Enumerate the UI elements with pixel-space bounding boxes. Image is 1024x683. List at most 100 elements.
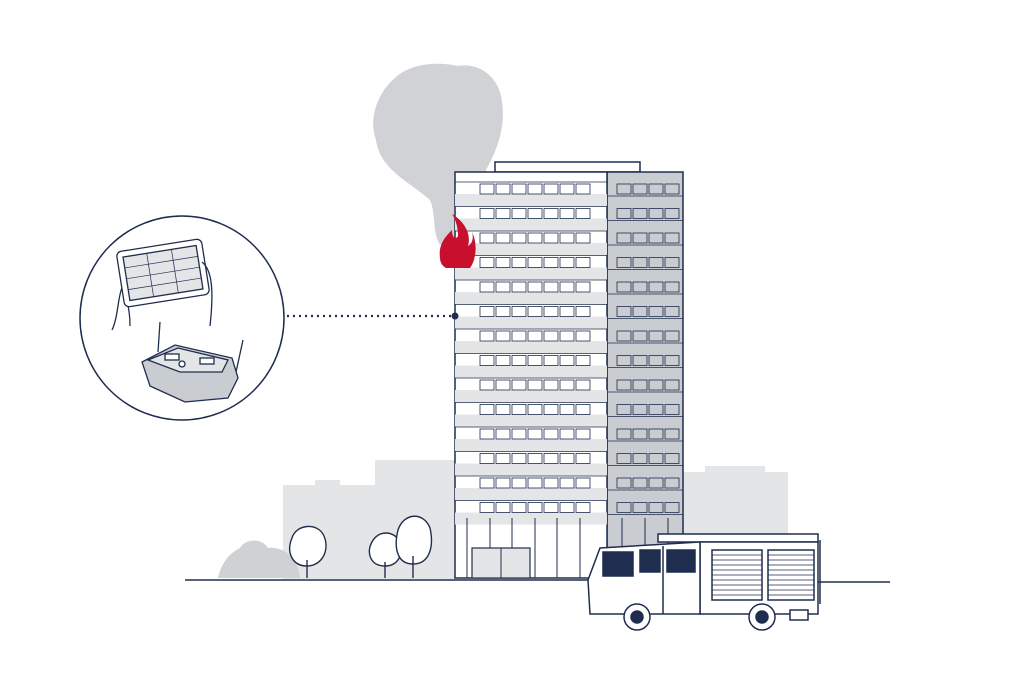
window xyxy=(648,281,664,293)
window xyxy=(511,502,527,513)
window xyxy=(559,208,575,219)
window xyxy=(543,502,559,513)
window xyxy=(664,232,680,244)
floor-band xyxy=(455,463,607,476)
window xyxy=(495,183,511,195)
floor-band xyxy=(455,414,607,427)
window xyxy=(543,281,559,293)
window xyxy=(511,281,527,293)
trees xyxy=(289,515,433,578)
window xyxy=(648,183,664,195)
window xyxy=(616,355,632,366)
floor-band xyxy=(455,341,607,353)
window xyxy=(495,257,511,268)
window xyxy=(511,208,527,219)
window xyxy=(543,379,559,391)
window xyxy=(664,281,680,293)
window xyxy=(495,502,511,513)
window xyxy=(511,453,527,464)
window xyxy=(648,379,664,391)
window xyxy=(575,232,591,244)
floor-band xyxy=(455,439,607,451)
window xyxy=(632,502,648,513)
window xyxy=(575,355,591,366)
window xyxy=(479,477,495,489)
floor-band xyxy=(455,488,607,500)
window xyxy=(479,183,495,195)
tree-icon xyxy=(368,532,402,578)
window xyxy=(616,330,632,342)
window xyxy=(543,404,559,415)
window xyxy=(664,306,680,317)
window xyxy=(495,281,511,293)
window xyxy=(543,477,559,489)
window xyxy=(559,183,575,195)
window xyxy=(511,404,527,415)
window xyxy=(664,379,680,391)
window xyxy=(632,355,648,366)
window xyxy=(632,404,648,415)
window xyxy=(511,257,527,268)
window xyxy=(495,232,511,244)
window xyxy=(575,379,591,391)
window xyxy=(575,428,591,440)
window xyxy=(575,306,591,317)
tower-building xyxy=(454,161,684,579)
tree-icon xyxy=(289,525,327,578)
window xyxy=(495,428,511,440)
window xyxy=(616,428,632,440)
window xyxy=(479,208,495,219)
window xyxy=(527,428,543,440)
window xyxy=(648,257,664,268)
window xyxy=(575,183,591,195)
window xyxy=(495,355,511,366)
window xyxy=(648,428,664,440)
window xyxy=(664,428,680,440)
tablet-icon xyxy=(111,238,213,331)
floor-band xyxy=(455,267,607,280)
window xyxy=(632,428,648,440)
window xyxy=(495,453,511,464)
window xyxy=(495,208,511,219)
window xyxy=(543,183,559,195)
window xyxy=(648,232,664,244)
window xyxy=(543,453,559,464)
floor-band xyxy=(455,365,607,378)
window xyxy=(511,330,527,342)
window xyxy=(527,404,543,415)
window xyxy=(559,404,575,415)
fire-truck xyxy=(587,533,821,631)
window xyxy=(559,502,575,513)
window xyxy=(648,306,664,317)
window xyxy=(616,281,632,293)
inset-circle xyxy=(79,215,285,421)
window xyxy=(527,257,543,268)
window xyxy=(495,404,511,415)
window xyxy=(511,232,527,244)
window xyxy=(511,379,527,391)
window xyxy=(479,428,495,440)
tree-icon xyxy=(395,515,433,578)
window xyxy=(527,477,543,489)
floor-band xyxy=(455,512,607,525)
window xyxy=(648,208,664,219)
window xyxy=(511,355,527,366)
window xyxy=(495,477,511,489)
window xyxy=(632,183,648,195)
window xyxy=(632,281,648,293)
window xyxy=(543,257,559,268)
window xyxy=(664,257,680,268)
window xyxy=(495,379,511,391)
window xyxy=(575,477,591,489)
floor-band xyxy=(455,316,607,329)
floor-band xyxy=(455,194,607,206)
window xyxy=(527,183,543,195)
window xyxy=(616,183,632,195)
window xyxy=(664,453,680,464)
window xyxy=(575,330,591,342)
window xyxy=(648,477,664,489)
window xyxy=(479,404,495,415)
floor-band xyxy=(455,390,607,402)
window xyxy=(575,208,591,219)
window xyxy=(632,453,648,464)
